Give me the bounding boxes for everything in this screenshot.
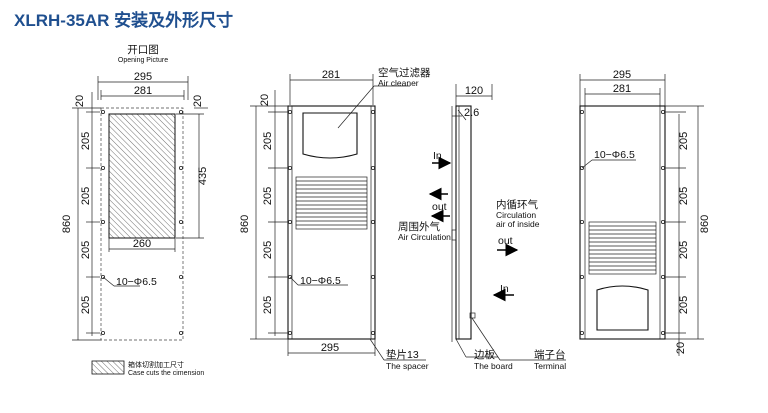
rear-seg3: 205 <box>678 241 690 259</box>
front-top-offset: 20 <box>259 94 271 106</box>
opening-holes-label: 10−Φ6.5 <box>116 276 157 288</box>
front-spacer-cn: 垫片13 <box>386 348 419 361</box>
opening-width-outer: 295 <box>134 71 152 83</box>
opening-seg2: 205 <box>80 187 92 205</box>
rear-seg4: 205 <box>678 296 690 314</box>
front-height-total: 860 <box>239 215 251 233</box>
rear-filter-window <box>596 285 649 331</box>
rear-bottom-offset: 20 <box>675 342 687 354</box>
opening-label-cn: 开口图 <box>127 44 159 56</box>
side-in-bottom-label: In <box>500 283 509 295</box>
opening-seg1: 205 <box>80 132 92 150</box>
front-view: 281 <box>239 66 431 371</box>
rear-seg2: 205 <box>678 187 690 205</box>
hatch-pattern <box>91 360 125 375</box>
side-out-top-label: out <box>432 201 447 213</box>
front-seg3: 205 <box>262 241 274 259</box>
side-board-cn: 边板 <box>474 348 495 361</box>
front-holes-label: 10−Φ6.5 <box>300 275 341 287</box>
rear-width-outer: 295 <box>613 69 631 81</box>
front-seg2: 205 <box>262 187 274 205</box>
side-inner-en2: air of inside <box>496 219 540 229</box>
legend-cn: 箱体切割加工尺寸 <box>128 360 184 369</box>
rear-height-total: 860 <box>699 215 711 233</box>
rear-width-inner: 281 <box>613 83 631 95</box>
rear-view: 295 281 <box>579 69 711 356</box>
front-seg1: 205 <box>262 132 274 150</box>
side-in-top-label: In <box>433 150 442 162</box>
side-depth: 120 <box>465 85 483 97</box>
opening-view: 开口图 Opening Picture 295 281 860 <box>61 44 209 341</box>
opening-label-en: Opening Picture <box>118 57 168 64</box>
opening-seg3: 205 <box>80 241 92 259</box>
side-terminal-cn: 端子台 <box>534 348 566 361</box>
front-louver <box>296 180 367 226</box>
opening-width-inner: 281 <box>134 85 152 97</box>
side-board-en: The board <box>474 361 513 371</box>
front-width-top: 281 <box>322 69 340 81</box>
page-title: XLRH-35AR 安装及外形尺寸 <box>14 11 234 30</box>
rear-seg1: 205 <box>678 132 690 150</box>
rear-holes-label: 10−Φ6.5 <box>594 149 635 161</box>
side-terminal-block <box>469 312 476 319</box>
side-terminal-en: Terminal <box>534 361 566 371</box>
front-filter-window <box>302 112 358 159</box>
opening-top-offset: 20 <box>74 95 86 107</box>
opening-cut-area <box>108 113 176 239</box>
front-width-bottom: 295 <box>321 342 339 354</box>
rear-louver <box>589 225 656 271</box>
side-inner-en1: Circulation <box>496 210 536 220</box>
front-spacer-en: The spacer <box>386 361 429 371</box>
side-view: 120 2.6 In out 周围外气 Air Circulation 内循环气… <box>398 84 566 371</box>
front-air-cleaner-cn: 空气过滤器 <box>378 66 431 79</box>
opening-cut-height: 435 <box>197 167 209 185</box>
legend: 箱体切割加工尺寸 Case cuts the cimension <box>91 360 204 377</box>
opening-cut-width: 260 <box>133 238 151 250</box>
opening-seg4: 205 <box>80 296 92 314</box>
side-surround-en: Air Circulation <box>398 232 451 242</box>
side-out-right-label: out <box>498 235 513 247</box>
opening-top-offset-right: 20 <box>192 95 204 107</box>
side-inner-cn: 内循环气 <box>496 198 538 211</box>
side-plate-thickness: 2.6 <box>464 107 479 119</box>
front-air-cleaner-en: Air cleaner <box>378 78 419 88</box>
front-seg4: 205 <box>262 296 274 314</box>
legend-en: Case cuts the cimension <box>128 370 204 377</box>
opening-height-total: 860 <box>61 215 73 233</box>
side-surround-cn: 周围外气 <box>398 220 440 233</box>
